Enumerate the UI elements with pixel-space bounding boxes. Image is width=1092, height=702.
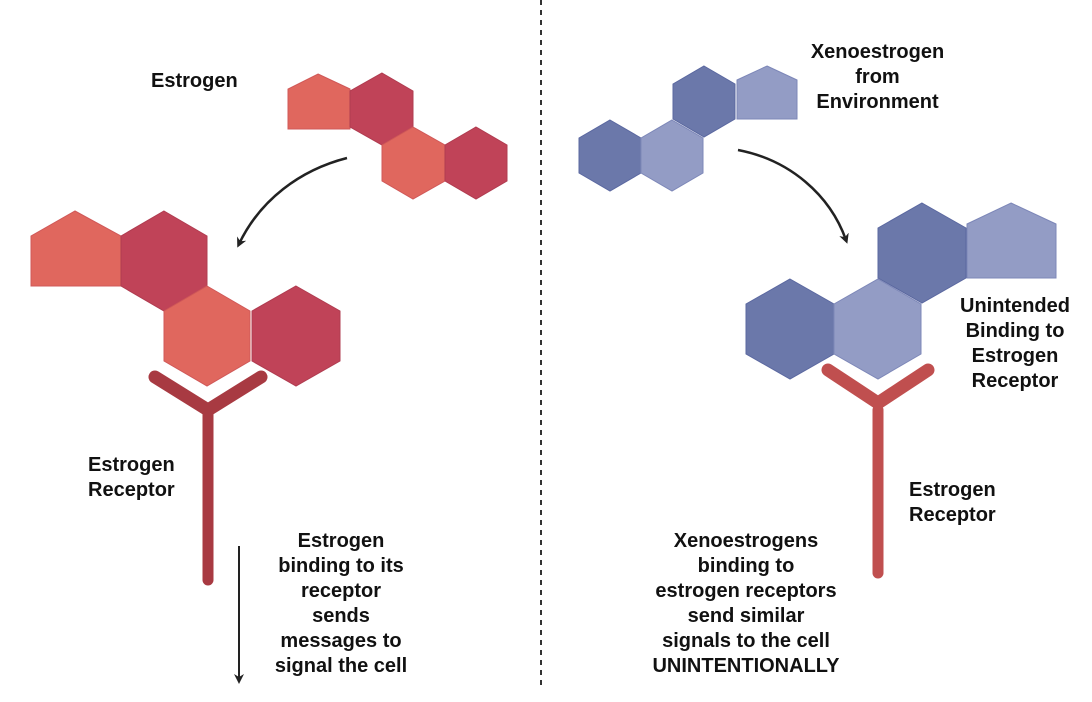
y-shaped-receptor-icon [821, 363, 935, 579]
xenoestrogen-signal-caption: Xenoestrogens binding to estrogen recept… [652, 530, 840, 677]
xenoestrogen-label: Xenoestrogen from Environment [810, 41, 945, 113]
estrogen-receptor-label: Estrogen Receptor [88, 454, 175, 501]
xeno-estrogen-receptor-label: Estrogen Receptor [909, 479, 996, 526]
xenoestrogen-molecule-icon [745, 202, 1057, 380]
xenoestrogen-binding-arrow [737, 148, 849, 244]
estrogen-signal-caption: Estrogen binding to its receptor sends m… [274, 530, 408, 677]
xenoestrogen-molecule-icon [578, 65, 798, 192]
estrogen-binding-arrow [237, 156, 348, 248]
y-shaped-receptor-icon [148, 370, 268, 586]
estrogen-molecule-icon [287, 72, 508, 200]
estrogen-molecule-icon [30, 210, 341, 387]
unintended-binding-label: Unintended Binding to Estrogen Receptor [960, 295, 1070, 392]
estrogen-label: Estrogen [151, 70, 238, 92]
